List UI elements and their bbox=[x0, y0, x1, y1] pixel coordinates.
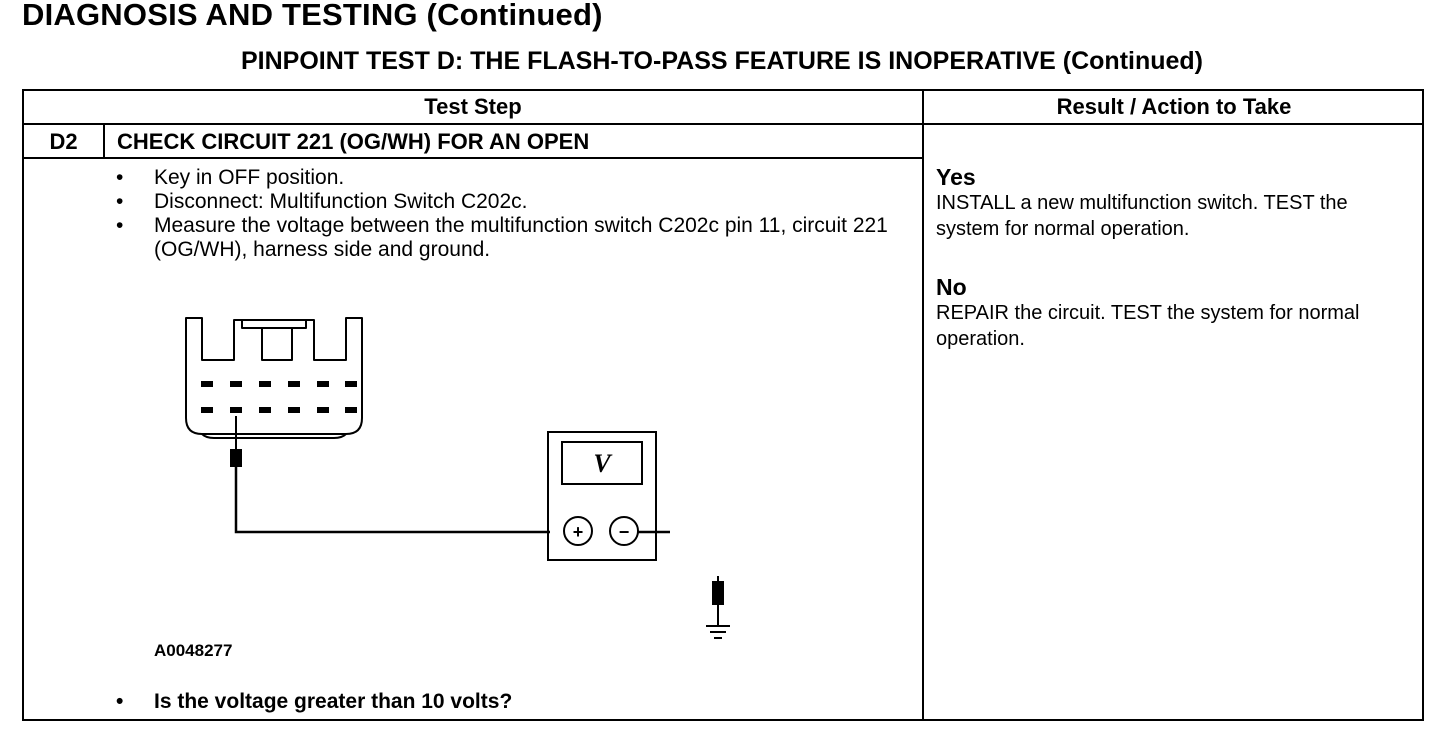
figure-id: A0048277 bbox=[154, 641, 233, 660]
positive-lead-wire bbox=[234, 466, 550, 534]
result-no-label: No bbox=[936, 274, 967, 300]
header-rule bbox=[22, 123, 1424, 125]
negative-lead-wire bbox=[638, 530, 670, 534]
instruction-item: Measure the voltage between the multifun… bbox=[110, 214, 910, 262]
result-no: No REPAIR the circuit. TEST the system f… bbox=[936, 274, 1416, 352]
doc-title: DIAGNOSIS AND TESTING (Continued) bbox=[22, 0, 603, 32]
pin-cavities bbox=[201, 381, 357, 413]
connector-c202c-outline bbox=[185, 317, 363, 435]
voltmeter-diagram: V + − bbox=[185, 317, 670, 561]
step-question: Is the voltage greater than 10 volts? bbox=[110, 690, 512, 714]
positive-terminal bbox=[563, 516, 593, 546]
ground-symbol-icon bbox=[706, 576, 730, 639]
result-yes: Yes INSTALL a new multifunction switch. … bbox=[936, 164, 1416, 242]
voltmeter bbox=[547, 431, 657, 561]
positive-terminal-label: + bbox=[573, 522, 584, 542]
header-test-step: Test Step bbox=[424, 94, 522, 119]
instruction-item: Key in OFF position. bbox=[110, 166, 910, 190]
column-divider bbox=[922, 89, 924, 721]
connector-latch-tab bbox=[261, 327, 293, 361]
voltmeter-display-symbol: V bbox=[593, 449, 613, 478]
negative-terminal-label: − bbox=[619, 522, 630, 542]
header-result-action: Result / Action to Take bbox=[1056, 94, 1292, 119]
step-id: D2 bbox=[49, 129, 78, 154]
instruction-item: Disconnect: Multifunction Switch C202c. bbox=[110, 190, 910, 214]
result-no-text: REPAIR the circuit. TEST the system for … bbox=[936, 302, 1360, 350]
pinpoint-test-title: PINPOINT TEST D: THE FLASH-TO-PASS FEATU… bbox=[240, 47, 1204, 75]
step-instructions: Key in OFF position. Disconnect: Multifu… bbox=[110, 166, 910, 262]
table-frame bbox=[22, 89, 1424, 721]
result-yes-text: INSTALL a new multifunction switch. TEST… bbox=[936, 192, 1348, 240]
connector-lip bbox=[201, 433, 347, 439]
step-id-divider bbox=[103, 123, 105, 159]
voltmeter-display bbox=[561, 441, 643, 485]
step-title: CHECK CIRCUIT 221 (OG/WH) FOR AN OPEN bbox=[117, 129, 590, 154]
result-yes-label: Yes bbox=[936, 164, 976, 190]
positive-probe bbox=[230, 416, 242, 467]
step-title-rule bbox=[22, 157, 924, 159]
connector-latch bbox=[241, 320, 307, 329]
